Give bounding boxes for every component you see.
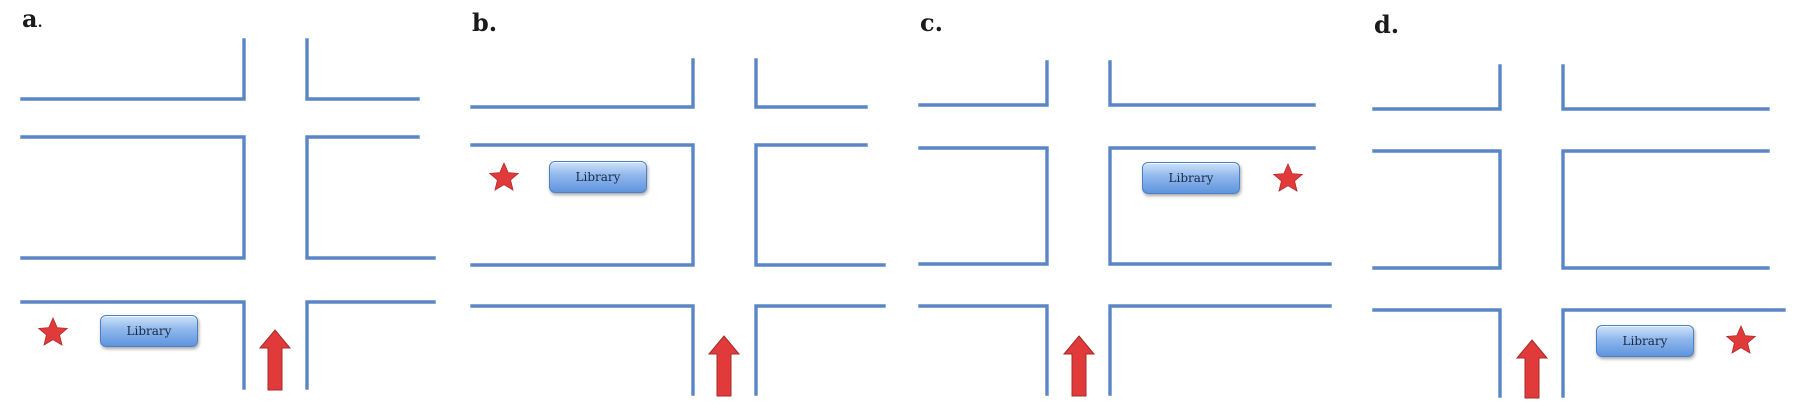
star-icon: [37, 317, 69, 346]
street-grid-b: [470, 58, 886, 396]
panel-c: c. Library: [918, 8, 1332, 397]
markers-c: [1062, 163, 1304, 397]
panel-b: b. Library: [470, 8, 886, 397]
library-label-c: Library: [1142, 162, 1240, 194]
star-icon: [1725, 325, 1757, 354]
street-grid-a: [20, 38, 436, 390]
panel-letter-suffix-a: .: [37, 15, 43, 31]
markers-b: [488, 162, 741, 397]
library-label-d: Library: [1596, 325, 1694, 357]
up-arrow-icon: [707, 335, 741, 397]
panel-label-c: c.: [920, 8, 943, 37]
panel-letter-a: a: [22, 4, 38, 33]
panel-label-b: b.: [472, 8, 498, 37]
markers-a: [37, 317, 292, 391]
star-icon: [1272, 163, 1304, 192]
panel-label-d: d.: [1374, 10, 1400, 39]
street-grid-c: [918, 60, 1332, 396]
star-icon: [488, 162, 520, 191]
library-label-b: Library: [549, 161, 647, 193]
up-arrow-icon: [1062, 335, 1096, 397]
library-label-a: Library: [100, 315, 198, 347]
up-arrow-icon: [258, 329, 292, 391]
up-arrow-icon: [1515, 339, 1549, 399]
panel-a: a. Library: [0, 0, 450, 410]
panel-label-a: a.: [22, 4, 42, 33]
